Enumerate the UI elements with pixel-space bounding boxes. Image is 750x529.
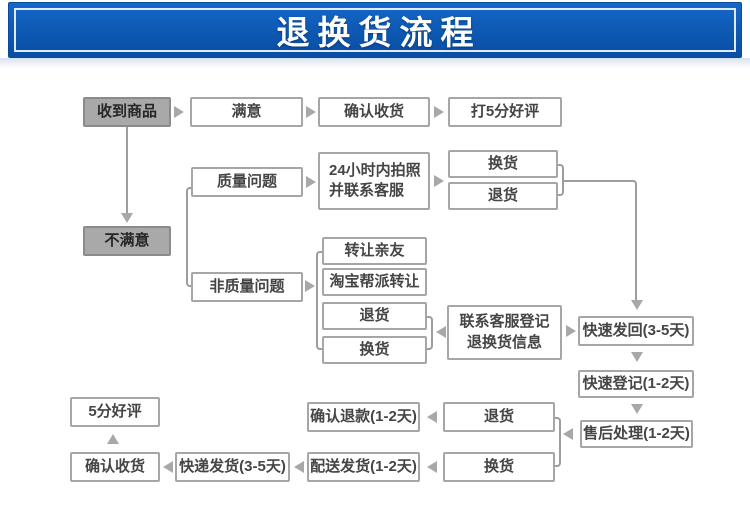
text-line: 并联系客服 [329, 182, 405, 199]
arrow-right-icon [434, 175, 444, 187]
node-confirm-receipt-top: 确认收货 [318, 97, 430, 127]
node-taobao-group-transfer: 淘宝帮派转让 [322, 268, 427, 296]
arrow-left-icon [436, 326, 446, 338]
node-quality-issue: 质量问题 [191, 167, 303, 197]
node-satisfied: 满意 [190, 97, 303, 127]
node-confirm-receipt-bottom: 确认收货 [70, 452, 160, 482]
node-aftersales-processing: 售后处理(1-2天) [580, 420, 693, 448]
node-exchange-non-quality: 换货 [322, 336, 427, 364]
page-title: 退换货流程 [276, 14, 482, 51]
text-line: 24小时内拍照 [329, 161, 421, 179]
banner-bottom-gradient [0, 58, 750, 68]
arrow-left-icon [427, 461, 437, 473]
node-return-non-quality: 退货 [322, 302, 427, 330]
node-confirm-refund: 确认退款(1-2天) [307, 402, 420, 432]
node-return-quality: 退货 [448, 182, 558, 210]
node-transfer-to-friends: 转让亲友 [322, 237, 427, 265]
arrow-left-icon [294, 461, 304, 473]
arrow-right-icon [174, 106, 184, 118]
arrow-left-icon [163, 461, 173, 473]
arrow-down-icon [631, 352, 643, 362]
node-photo-within-24h-text: 24小时内拍照 并联系客服 [329, 161, 421, 202]
node-received-goods: 收到商品 [83, 97, 171, 127]
node-contact-customer-service: 联系客服登记 退换货信息 [447, 305, 562, 360]
arrow-up-icon [107, 434, 119, 444]
text-line: 联系客服登记 [459, 313, 550, 331]
connector-bracket [427, 316, 433, 350]
node-fast-register: 快速登记(1-2天) [578, 370, 694, 398]
arrow-left-icon [427, 411, 437, 423]
node-non-quality-issue: 非质量问题 [191, 272, 303, 302]
node-photo-within-24h: 24小时内拍照 并联系客服 [318, 152, 430, 210]
node-five-star-review-bottom: 5分好评 [70, 397, 160, 427]
node-return-bottom: 退货 [443, 402, 555, 432]
text-line: 退换货信息 [466, 333, 542, 351]
connector-bracket [558, 164, 564, 196]
node-contact-customer-service-text: 联系客服登记 退换货信息 [459, 312, 549, 353]
node-exchange-bottom: 换货 [443, 452, 555, 482]
arrow-down-icon [631, 300, 643, 310]
arrow-right-icon [434, 106, 444, 118]
node-five-star-review-top: 打5分好评 [448, 97, 562, 127]
connector-elbow [564, 180, 637, 301]
node-fast-send-back: 快速发回(3-5天) [578, 316, 694, 346]
arrow-right-icon [306, 176, 316, 188]
node-delivery-dispatch: 配送发货(1-2天) [307, 452, 420, 482]
arrow-left-icon [563, 428, 573, 440]
connector-line [126, 127, 128, 214]
connector-bracket [316, 251, 322, 350]
header-banner: 退换货流程 [8, 2, 742, 58]
arrow-right-icon [566, 325, 576, 337]
connector-bracket [186, 187, 192, 287]
arrow-down-icon [121, 213, 133, 223]
node-express-dispatch: 快递发货(3-5天) [175, 452, 290, 482]
connector-bracket [555, 417, 561, 467]
header-banner-inner-frame: 退换货流程 [14, 8, 736, 52]
arrow-down-icon [631, 404, 643, 414]
node-exchange-quality: 换货 [448, 150, 558, 178]
arrow-right-icon [305, 280, 315, 292]
arrow-right-icon [306, 106, 316, 118]
node-unsatisfied: 不满意 [83, 226, 171, 256]
